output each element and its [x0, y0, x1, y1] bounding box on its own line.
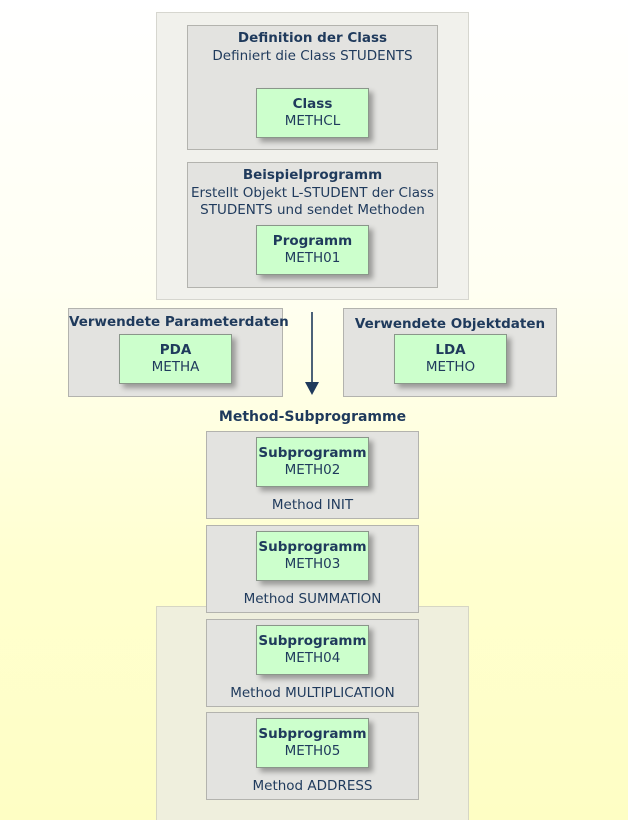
- node-type-label: Subprogramm: [258, 445, 367, 461]
- subprogram-panel-meth03: Subprogramm METH03 Method SUMMATION: [206, 525, 419, 613]
- node-type-label: Subprogramm: [258, 539, 367, 555]
- node-type-label: LDA: [435, 342, 466, 358]
- subprogram-node-meth05[interactable]: Subprogramm METH05: [256, 718, 369, 768]
- subprograms-heading: Method-Subprogramme: [218, 409, 407, 425]
- node-type-label: Class: [292, 96, 333, 112]
- class-definition-title: Definition der Class: [237, 30, 388, 46]
- method-label: Method MULTIPLICATION: [230, 685, 395, 701]
- node-name-label: METHCL: [284, 113, 341, 129]
- class-definition-panel: Definition der Class Definiert die Class…: [187, 25, 438, 150]
- class-node-methcl[interactable]: Class METHCL: [256, 88, 369, 138]
- node-type-label: Subprogramm: [258, 633, 367, 649]
- object-data-title: Verwendete Objektdaten: [354, 316, 546, 332]
- lda-node-metho[interactable]: LDA METHO: [394, 334, 507, 384]
- example-program-panel: Beispielprogramm Erstellt Objekt L-STUDE…: [187, 162, 438, 288]
- subprogram-panel-meth04: Subprogramm METH04 Method MULTIPLICATION: [206, 619, 419, 707]
- subprogram-node-meth03[interactable]: Subprogramm METH03: [256, 531, 369, 581]
- subprogram-node-meth02[interactable]: Subprogramm METH02: [256, 437, 369, 487]
- node-name-label: METHA: [151, 359, 200, 375]
- node-type-label: PDA: [159, 342, 192, 358]
- node-name-label: METH05: [284, 743, 341, 759]
- example-program-desc-line1: Erstellt Objekt L-STUDENT der Class: [190, 185, 435, 201]
- flow-arrow-down-icon: [305, 312, 319, 395]
- class-definition-subtitle: Definiert die Class STUDENTS: [212, 48, 413, 64]
- node-type-label: Subprogramm: [258, 726, 367, 742]
- program-node-meth01[interactable]: Programm METH01: [256, 225, 369, 275]
- node-name-label: METH04: [284, 650, 341, 666]
- node-name-label: METH01: [284, 250, 341, 266]
- object-data-panel: Verwendete Objektdaten LDA METHO: [343, 308, 557, 397]
- pda-node-metha[interactable]: PDA METHA: [119, 334, 232, 384]
- subprogram-panel-meth05: Subprogramm METH05 Method ADDRESS: [206, 712, 419, 800]
- subprogram-node-meth04[interactable]: Subprogramm METH04: [256, 625, 369, 675]
- node-name-label: METH03: [284, 556, 341, 572]
- parameter-data-panel: Verwendete Parameterdaten PDA METHA: [68, 308, 289, 397]
- parameter-data-title: Verwendete Parameterdaten: [69, 314, 289, 330]
- example-program-desc-line2: STUDENTS und sendet Methoden: [200, 202, 425, 218]
- node-name-label: METH02: [284, 462, 341, 478]
- node-name-label: METHO: [425, 359, 476, 375]
- subprogram-panel-meth02: Subprogramm METH02 Method INIT: [206, 431, 419, 519]
- method-label: Method ADDRESS: [252, 778, 373, 794]
- example-program-title: Beispielprogramm: [242, 167, 383, 183]
- node-type-label: Programm: [272, 233, 353, 249]
- method-label: Method SUMMATION: [243, 591, 382, 607]
- method-label: Method INIT: [271, 497, 354, 513]
